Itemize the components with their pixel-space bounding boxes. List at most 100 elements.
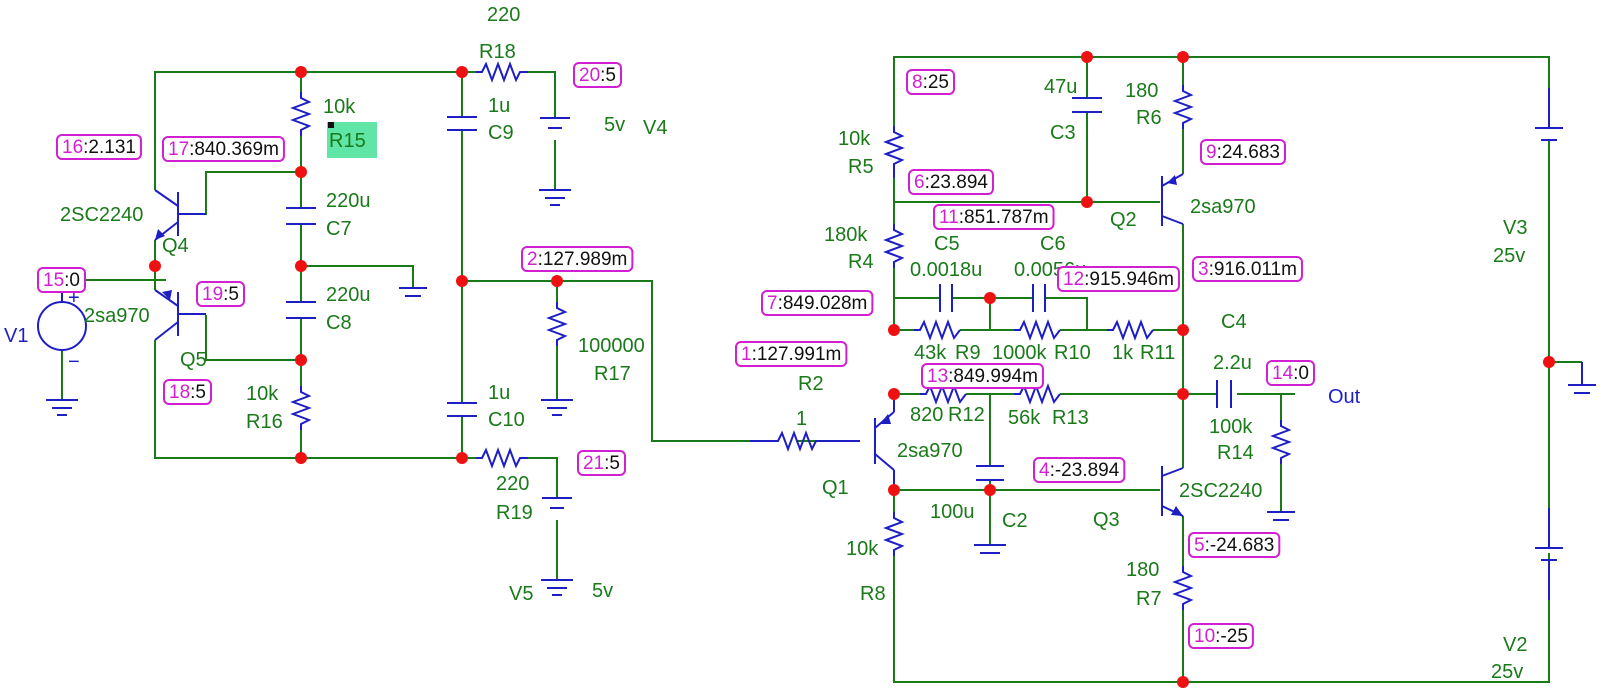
r6-resistor[interactable] — [1172, 85, 1194, 129]
node-tag-21: 21:5 — [577, 450, 626, 476]
r17-resistor[interactable] — [546, 302, 568, 346]
node-tag-18: 18:5 — [163, 379, 212, 405]
node-tag-4: 4:-23.894 — [1033, 457, 1126, 483]
c2-name-label: C2 — [1002, 510, 1028, 532]
r14-resistor[interactable] — [1270, 420, 1292, 464]
r17-value-label: 100000 — [578, 335, 645, 357]
c10-capacitor[interactable] — [447, 402, 477, 417]
q2-transistor[interactable] — [1161, 173, 1184, 226]
node-tag-3: 3:916.011m — [1192, 256, 1303, 282]
c3-name-label: C3 — [1050, 122, 1076, 144]
c3-value-label: 47u — [1044, 76, 1077, 98]
c5-capacitor[interactable] — [939, 284, 953, 312]
c7-capacitor[interactable] — [286, 207, 316, 225]
c9-name-label: C9 — [488, 122, 514, 144]
svg-text:3:916.011m: 3:916.011m — [1198, 259, 1297, 280]
r10-value-label: 1000k — [992, 342, 1047, 364]
r19-resistor[interactable] — [476, 447, 528, 469]
v3-source[interactable] — [1535, 88, 1563, 141]
ground-symbol — [541, 399, 573, 416]
r7-name-label: R7 — [1136, 588, 1162, 610]
svg-text:19:5: 19:5 — [202, 284, 239, 305]
v4-source[interactable] — [539, 117, 571, 206]
r13-name-label: R13 — [1052, 407, 1089, 429]
svg-text:12:915.946m: 12:915.946m — [1063, 269, 1174, 290]
node-tag-17: 17:840.369m — [162, 136, 285, 162]
r8-value-label: 10k — [846, 538, 879, 560]
r19-name-label: R19 — [496, 502, 533, 524]
q4-transistor[interactable] — [154, 189, 206, 241]
c10-value-label: 1u — [488, 382, 510, 404]
r7-resistor[interactable] — [1172, 566, 1194, 610]
q3-name-label: Q3 — [1093, 509, 1120, 531]
component-labels: V1 2SC2240 Q4 2sa970 Q5 10k R15 220u C7 … — [4, 4, 1527, 683]
ground-symbol — [1568, 362, 1596, 394]
r15-resistor[interactable] — [290, 92, 312, 136]
svg-text:8:25: 8:25 — [912, 72, 949, 93]
ground-symbol — [399, 287, 427, 297]
r9-value-label: 43k — [914, 342, 947, 364]
r2-value-label: 1 — [796, 408, 807, 430]
q5-part-label: 2sa970 — [84, 305, 150, 327]
node-tag-1: 1:127.991m — [735, 341, 848, 367]
v2-source[interactable] — [1535, 508, 1563, 600]
r14-value-label: 100k — [1209, 416, 1253, 438]
r8-resistor[interactable] — [883, 512, 905, 556]
v3-name-label: V3 — [1503, 217, 1527, 239]
r9-resistor[interactable] — [914, 319, 961, 341]
c3-capacitor[interactable] — [1072, 97, 1102, 113]
r4-value-label: 180k — [824, 224, 868, 246]
q1-part-label: 2sa970 — [897, 440, 963, 462]
svg-text:5:-24.683: 5:-24.683 — [1194, 535, 1274, 556]
c4-capacitor[interactable] — [1216, 380, 1232, 408]
svg-text:7:849.028m: 7:849.028m — [767, 293, 867, 314]
r12-value-label: 820 — [910, 404, 943, 426]
svg-text:2:127.989m: 2:127.989m — [527, 249, 627, 270]
node-tag-11: 11:851.787m — [933, 204, 1055, 230]
q5-transistor[interactable] — [154, 289, 206, 341]
svg-text:20:5: 20:5 — [579, 65, 616, 86]
r2-resistor[interactable] — [750, 430, 860, 452]
r6-name-label: R6 — [1136, 107, 1162, 129]
r9-name-label: R9 — [955, 342, 981, 364]
r15-name-label: R15 — [329, 130, 366, 152]
q1-transistor[interactable] — [874, 394, 895, 490]
q2-name-label: Q2 — [1110, 209, 1137, 231]
r11-resistor[interactable] — [1107, 319, 1154, 341]
svg-text:15:0: 15:0 — [43, 270, 80, 291]
node-tag-15: 15:0 — [37, 267, 86, 293]
c9-capacitor[interactable] — [447, 116, 477, 131]
q1-name-label: Q1 — [822, 477, 849, 499]
r16-resistor[interactable] — [290, 386, 312, 430]
r5-value-label: 10k — [838, 128, 871, 150]
svg-text:13:849.994m: 13:849.994m — [927, 366, 1038, 387]
svg-text:17:840.369m: 17:840.369m — [168, 139, 279, 160]
r18-resistor[interactable] — [476, 61, 528, 83]
r10-resistor[interactable] — [1014, 319, 1061, 341]
v5-source[interactable] — [541, 497, 573, 596]
c8-capacitor[interactable] — [286, 301, 316, 319]
r4-name-label: R4 — [848, 251, 874, 273]
svg-text:14:0: 14:0 — [1272, 363, 1309, 384]
c6-capacitor[interactable] — [1032, 284, 1046, 312]
q4-name-label: Q4 — [162, 235, 189, 257]
r5-resistor[interactable] — [883, 126, 905, 178]
r18-name-label: R18 — [479, 41, 516, 63]
node-tags: 1:127.991m 2:127.989m 3:916.011m 4:-23.8… — [37, 62, 1315, 649]
r8-name-label: R8 — [860, 583, 886, 605]
node-tag-16: 16:2.131 — [56, 134, 142, 160]
r11-name-label: R11 — [1140, 342, 1175, 364]
node-tag-14: 14:0 — [1266, 360, 1315, 386]
r6-value-label: 180 — [1125, 80, 1158, 102]
v5-value-label: 5v — [592, 580, 613, 602]
svg-text:1:127.991m: 1:127.991m — [741, 344, 841, 365]
r4-resistor[interactable] — [883, 224, 905, 268]
q3-transistor[interactable] — [1161, 466, 1184, 517]
v1-label: V1 — [4, 325, 28, 347]
c2-capacitor[interactable] — [974, 465, 1006, 554]
r7-value-label: 180 — [1126, 559, 1159, 581]
svg-text:4:-23.894: 4:-23.894 — [1039, 460, 1120, 481]
c7-name-label: C7 — [326, 218, 352, 240]
v1-source[interactable]: + − — [37, 287, 87, 416]
